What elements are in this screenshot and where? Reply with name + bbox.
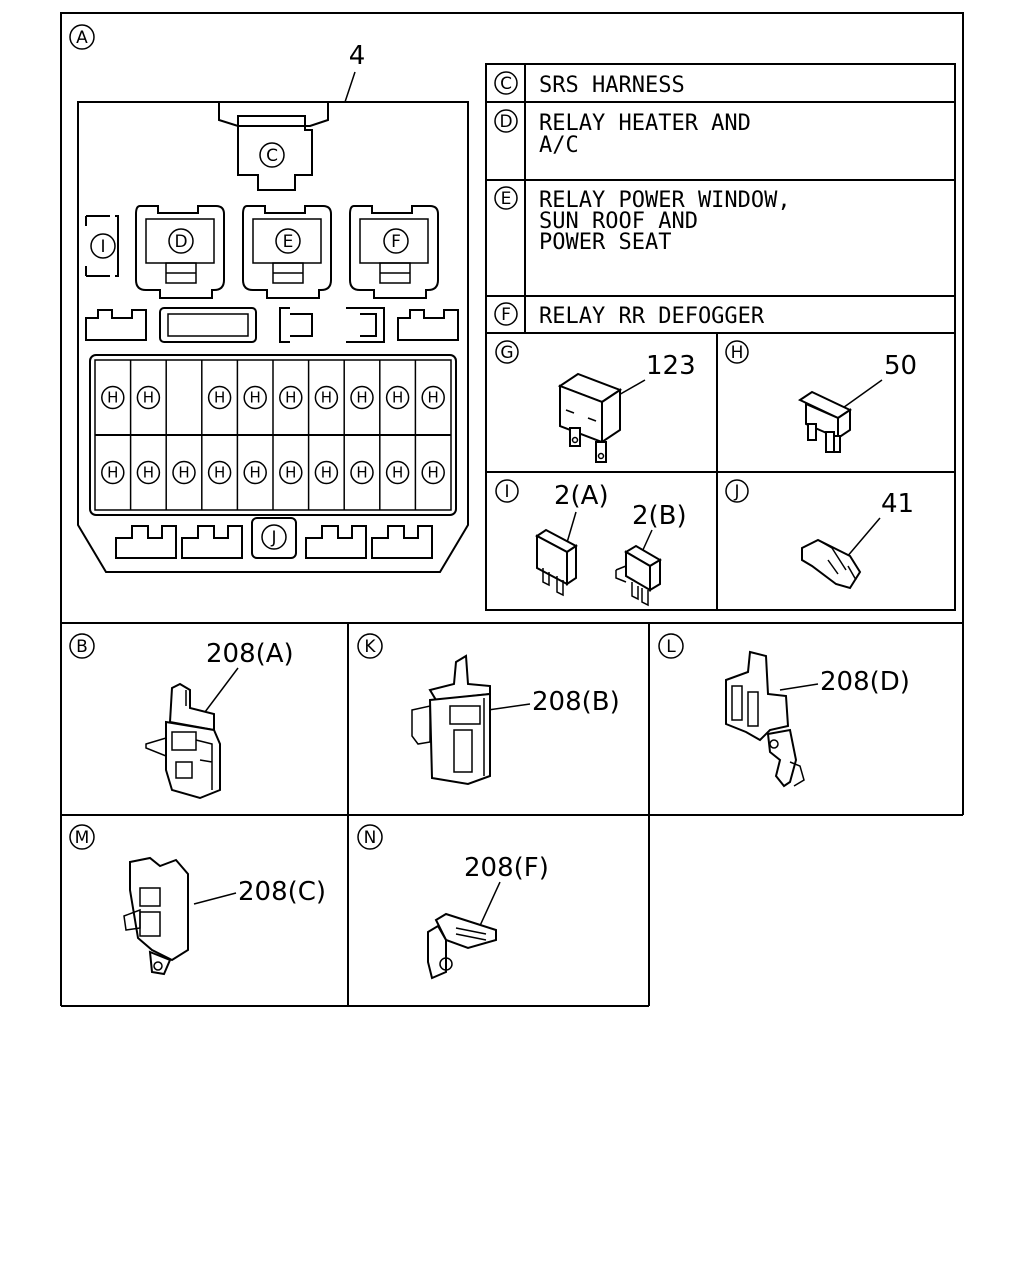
fuse-slot-callout <box>136 460 161 485</box>
svg-text:E: E <box>283 232 294 252</box>
callout-A: A <box>69 24 95 50</box>
fuse-slot-label: H <box>214 464 225 482</box>
fuse-grid: H H H H H H H H H H H H H H H H H H H <box>101 360 445 510</box>
fuse-slot-callout <box>314 460 339 485</box>
legend-F-line1: RELAY RR DEFOGGER <box>539 304 765 329</box>
part-number-2B: 2(B) <box>632 501 687 531</box>
legend-E-line3: POWER SEAT <box>539 230 671 255</box>
relay-socket-D: D <box>135 205 225 299</box>
fuse-slot-label: H <box>107 389 118 407</box>
bracket-208B-drawing: 208(B) <box>411 654 620 786</box>
fuse-slot-label: H <box>143 464 154 482</box>
fuse-slot-label: H <box>392 389 403 407</box>
bracket-208F-drawing: 208(F) <box>427 853 549 980</box>
fuse-slot-callout <box>350 460 374 485</box>
part-number-41: 41 <box>881 489 914 519</box>
callout-L: L <box>658 633 684 659</box>
fuse-slot-label: H <box>392 464 403 482</box>
part-number-208C: 208(C) <box>238 877 326 907</box>
part-number-4: 4 <box>349 41 366 71</box>
relay-drawing <box>557 372 646 463</box>
svg-text:K: K <box>364 637 376 657</box>
part-number-208D: 208(D) <box>820 667 910 697</box>
part-number-123: 123 <box>646 351 696 381</box>
fuse-slot-label: H <box>428 389 439 407</box>
mini-fuse-drawings <box>535 511 662 607</box>
fuse-slot-callout <box>101 460 125 485</box>
bracket-208A-drawing: 208(A) <box>145 639 294 800</box>
fuse-slot-callout <box>279 460 303 485</box>
relay-socket-F: F <box>349 205 439 299</box>
part-number-50: 50 <box>884 351 917 381</box>
panel-frames <box>60 12 964 1007</box>
svg-text:H: H <box>731 343 744 363</box>
svg-text:E: E <box>501 189 512 209</box>
bracket-208C-drawing: 208(C) <box>123 856 326 976</box>
bracket-208D-drawing: 208(D) <box>725 650 910 788</box>
svg-text:I: I <box>100 237 105 257</box>
legend-C-line1: SRS HARNESS <box>539 73 685 98</box>
svg-text:D: D <box>499 112 512 132</box>
svg-text:I: I <box>504 482 509 502</box>
fuse-slot-label: H <box>214 389 225 407</box>
fuse-puller-drawing <box>801 517 881 590</box>
svg-text:M: M <box>75 828 90 848</box>
fuse-slot-callout <box>243 385 267 410</box>
part-number-2A: 2(A) <box>554 481 609 511</box>
svg-text:C: C <box>500 74 512 94</box>
legend-D-line2: A/C <box>539 133 579 158</box>
relay-socket-E: E <box>242 205 332 299</box>
fuse-slot-label: H <box>321 464 332 482</box>
svg-text:C: C <box>266 146 278 166</box>
fuse-slot-callout <box>101 385 125 410</box>
part-number-208B: 208(B) <box>532 687 620 717</box>
legend-E-line2: SUN ROOF AND <box>539 209 698 234</box>
fuse-box-drawing: 4 C I D E <box>77 41 469 573</box>
callout-B: B <box>69 633 95 659</box>
fuse-slot-label: H <box>356 389 367 407</box>
svg-text:A: A <box>76 28 88 48</box>
svg-text:D: D <box>174 232 187 252</box>
fuse-slot-label: H <box>428 464 439 482</box>
callout-M: M <box>69 824 95 850</box>
fuse-slot-callout <box>350 385 374 410</box>
fuse-slot-label: H <box>107 464 118 482</box>
legend-E-line1: RELAY POWER WINDOW, <box>539 188 791 213</box>
svg-text:F: F <box>391 232 401 252</box>
svg-text:L: L <box>666 637 676 657</box>
svg-text:B: B <box>76 637 88 657</box>
legend-D-line1: RELAY HEATER AND <box>539 111 751 136</box>
fuse-drawing <box>797 379 883 453</box>
fuse-slot-callout <box>421 460 445 485</box>
fuse-slot-label: H <box>250 389 261 407</box>
fuse-slot-callout <box>421 385 445 410</box>
svg-text:J: J <box>270 528 276 548</box>
fuse-slot-label: H <box>285 389 296 407</box>
fuse-slot-callout <box>207 385 232 410</box>
legend-table: C SRS HARNESS D RELAY HEATER AND A/C E R… <box>485 63 956 611</box>
fuse-slot-callout <box>136 385 161 410</box>
callout-N: N <box>357 824 383 850</box>
fuse-slot-callout <box>172 460 196 485</box>
callout-K: K <box>357 633 383 659</box>
fuse-slot-label: H <box>250 464 261 482</box>
fuse-slot-label: H <box>143 389 154 407</box>
part-number-208F: 208(F) <box>464 853 549 883</box>
fuse-slot-label: H <box>285 464 296 482</box>
fuse-slot-callout <box>385 460 410 485</box>
svg-text:G: G <box>500 343 513 363</box>
fuse-slot-callout <box>207 460 232 485</box>
fuse-slot-callout <box>243 460 267 485</box>
fuse-slot-label: H <box>356 464 367 482</box>
fuse-slot-callout <box>279 385 303 410</box>
svg-text:F: F <box>501 305 511 325</box>
svg-text:J: J <box>733 482 739 502</box>
svg-text:N: N <box>364 828 377 848</box>
fuse-slot-label: H <box>178 464 189 482</box>
part-number-208A: 208(A) <box>206 639 294 669</box>
fuse-slot-callout <box>314 385 339 410</box>
fuse-slot-label: H <box>321 389 332 407</box>
fuse-slot-callout <box>385 385 410 410</box>
